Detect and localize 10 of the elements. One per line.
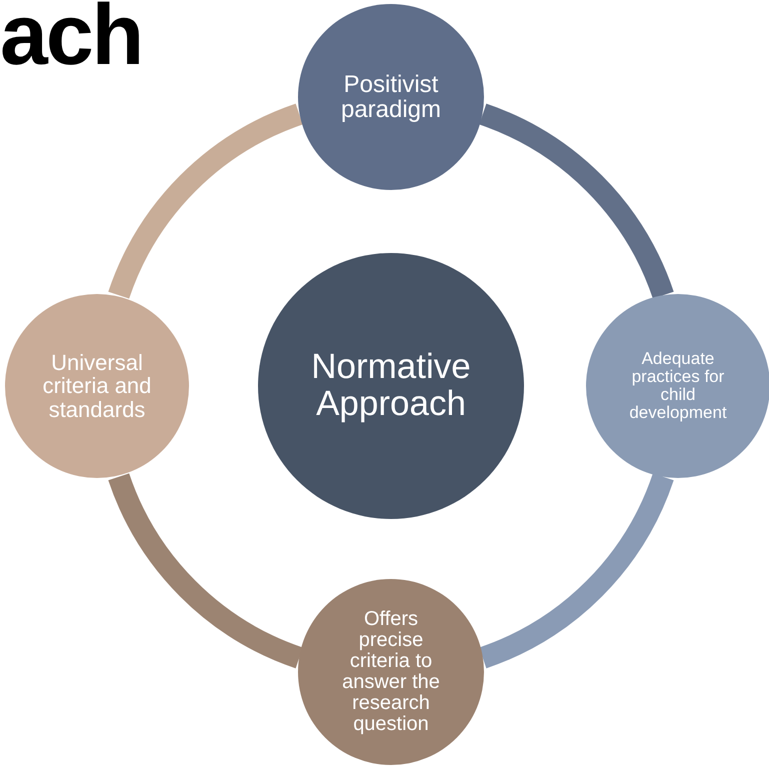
- circle-label: Adequate practices for child development: [628, 350, 728, 422]
- ring-arc: [478, 104, 674, 300]
- ring-arc: [108, 104, 304, 300]
- circle-label: Normative Approach: [310, 349, 472, 423]
- ring-arc: [478, 472, 674, 668]
- title: ach: [0, 0, 142, 78]
- circle-label: Positivist paradigm: [340, 72, 442, 122]
- ring-arc: [108, 472, 304, 668]
- circle-label: Universal criteria and standards: [42, 351, 152, 421]
- circle-label: Offers precise criteria to answer the research question: [341, 609, 441, 735]
